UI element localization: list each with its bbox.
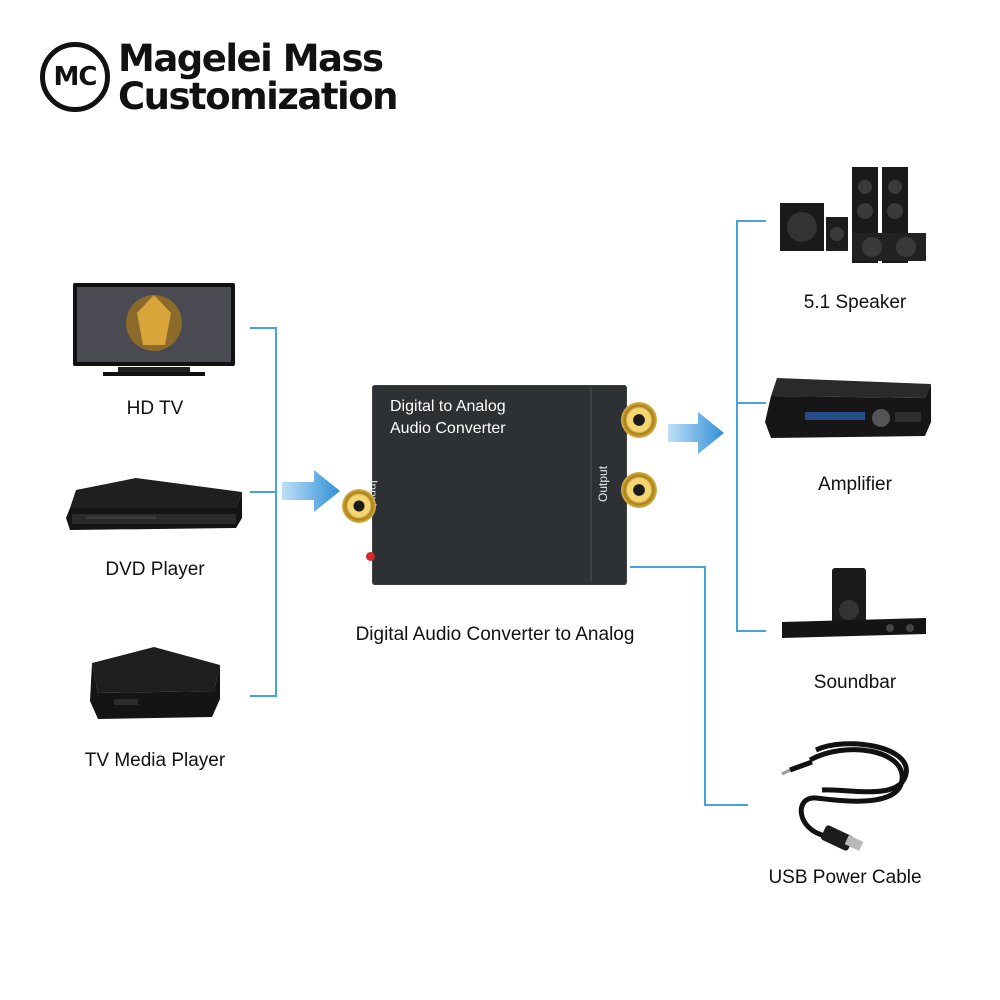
input-label-tv-media-player: TV Media Player [84,750,226,771]
output-arrow-icon [668,412,724,454]
output-jack-top [621,402,657,438]
power-line-horizontal-top [630,566,706,568]
converter-title: Digital to Analog Audio Converter [390,396,506,440]
output-jack-bottom [621,472,657,508]
input-bracket-top [250,327,277,329]
output-bracket-top [736,220,766,222]
output-bracket-bottom [736,630,766,632]
amplifier-icon [765,378,931,438]
power-indicator-led [366,552,375,561]
converter-panel-divider [590,388,592,582]
input-label-hd-tv: HD TV [126,398,184,419]
brand-logo-monogram: MC [40,42,110,112]
brand-name-line1: Magelei Mass [118,37,384,80]
usb-cable-icon [781,741,909,851]
converter-title-line2: Audio Converter [390,420,506,437]
soundbar-icon [782,568,926,638]
speaker-system-icon [780,167,926,263]
output-label-usb-power-cable: USB Power Cable [768,867,922,888]
power-line-vertical [704,566,706,806]
output-label-soundbar: Soundbar [813,672,897,693]
input-arrow-icon [282,470,340,512]
output-bracket-middle [736,402,766,404]
input-jack [342,489,376,523]
power-line-horizontal-bottom [704,804,748,806]
brand-name-line2: Customization [118,75,399,118]
output-label-5-1-speaker: 5.1 Speaker [803,292,907,313]
input-bracket-bottom [250,695,277,697]
input-bracket-middle [250,491,277,493]
converter-device [372,385,627,585]
converter-output-label: Output [596,465,610,502]
converter-caption: Digital Audio Converter to Analog [355,624,635,645]
input-label-dvd-player: DVD Player [105,559,205,580]
output-bracket-vertical [736,220,738,632]
brand-name: Magelei Mass Customization [118,37,399,118]
media-player-icon [90,647,220,719]
dvd-player-icon [66,478,242,530]
input-bracket-vertical [275,327,277,697]
converter-title-line1: Digital to Analog [390,398,506,415]
output-label-amplifier: Amplifier [818,474,892,495]
tv-icon [73,283,235,376]
